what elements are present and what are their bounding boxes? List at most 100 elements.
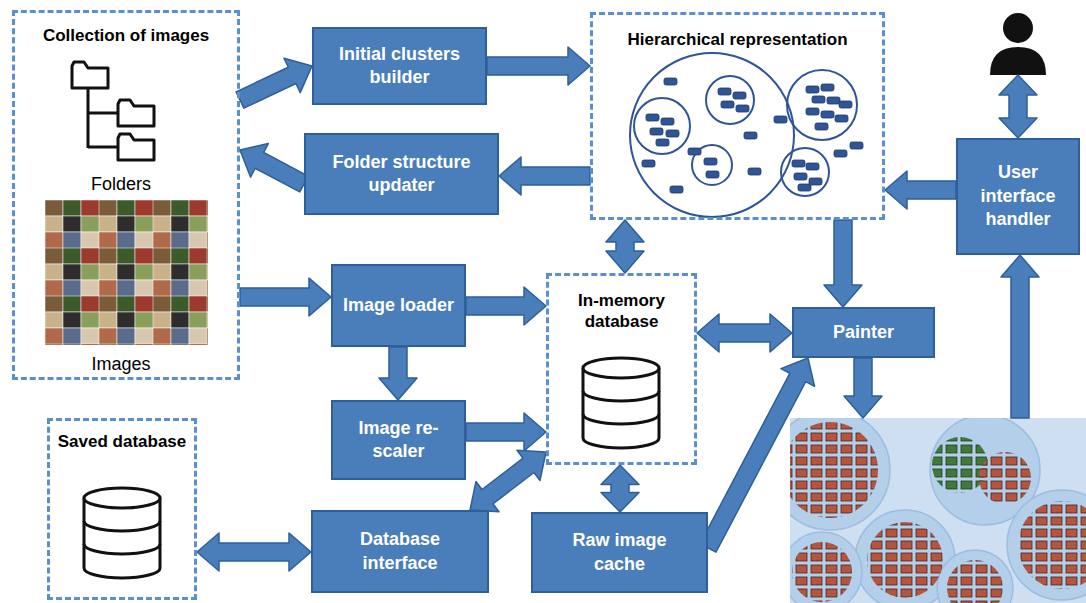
cluster-illustration <box>630 53 857 217</box>
cylinder-body <box>84 498 160 578</box>
cluster-circle <box>706 76 754 124</box>
block-arrow <box>999 75 1037 138</box>
image-tiles <box>932 437 988 493</box>
dashed-group: In-memory database <box>546 273 697 465</box>
process-box: Painter <box>792 307 935 358</box>
cylinder-band <box>583 391 659 424</box>
cluster-circle <box>781 148 829 196</box>
screenshot-circle <box>790 418 890 530</box>
cluster-item <box>806 108 819 115</box>
box-label: User interface handler <box>966 161 1070 231</box>
box-label: Folder structure updater <box>314 151 489 198</box>
box-label: Image re-scaler <box>341 417 456 464</box>
dashed-group: Collection of imagesFoldersImages <box>12 10 240 380</box>
folder-tree-icon <box>72 62 154 160</box>
cluster-circle <box>630 53 794 217</box>
process-box: Image re-scaler <box>331 400 466 480</box>
screenshot-circle <box>790 532 862 603</box>
user-shoulders <box>990 47 1046 75</box>
cluster-item <box>809 178 822 185</box>
block-arrow <box>487 47 590 85</box>
block-arrow <box>466 413 546 451</box>
cluster-item <box>821 111 834 118</box>
image-tiles <box>947 560 1003 603</box>
tree-line <box>88 88 118 148</box>
block-arrow <box>601 465 639 512</box>
user-head <box>1003 13 1033 43</box>
screenshot-circles <box>790 418 1086 603</box>
block-arrow <box>240 278 331 316</box>
process-box: Raw image cache <box>531 512 708 593</box>
folder-icon <box>118 100 154 126</box>
cluster-item <box>744 132 757 139</box>
image-tiles <box>790 422 878 518</box>
block-arrow <box>466 287 546 325</box>
block-arrow <box>844 358 882 418</box>
user-icon <box>990 13 1046 75</box>
image-tiles <box>867 522 943 598</box>
box-label: Database interface <box>335 528 465 575</box>
cluster-item <box>748 168 761 175</box>
cluster-item <box>646 114 659 121</box>
group-title: Hierarchical representation <box>593 29 882 50</box>
cluster-item <box>806 86 819 93</box>
group-title: Saved database <box>50 431 194 452</box>
cluster-item <box>666 130 679 137</box>
image-tiles <box>1018 501 1086 589</box>
box-label: Image loader <box>343 294 454 317</box>
cluster-item <box>834 150 847 157</box>
box-label: Raw image cache <box>555 529 685 576</box>
cluster-item <box>835 115 848 122</box>
cluster-item <box>812 96 825 103</box>
block-arrow <box>379 347 417 400</box>
cluster-item <box>706 171 719 178</box>
screenshot-circle <box>1007 490 1086 600</box>
dashed-group: Saved database <box>47 418 197 600</box>
block-arrow <box>240 144 308 192</box>
cluster-item <box>839 101 852 108</box>
database-icon <box>583 358 659 448</box>
cluster-item <box>792 160 805 167</box>
cluster-item <box>642 160 655 167</box>
cluster-item <box>688 148 701 155</box>
cluster-item <box>718 88 731 95</box>
box-label: Painter <box>833 321 894 344</box>
cluster-item <box>806 163 819 170</box>
process-box: Image loader <box>331 264 466 347</box>
block-arrow <box>700 358 815 552</box>
box-label: Initial clusters builder <box>322 43 477 90</box>
cluster-item <box>704 158 717 165</box>
process-box: Initial clusters builder <box>312 27 487 105</box>
cluster-circle <box>634 98 690 154</box>
image-mosaic <box>45 200 208 345</box>
cluster-items <box>642 78 863 193</box>
block-arrow <box>606 220 644 273</box>
cluster-item <box>661 118 674 125</box>
cluster-item <box>733 92 746 99</box>
group-title: Collection of images <box>15 25 237 46</box>
process-box: Folder structure updater <box>304 133 499 215</box>
block-arrow <box>697 314 792 352</box>
block-arrow <box>499 157 590 195</box>
cluster-item <box>736 105 749 112</box>
block-arrow <box>1001 255 1039 418</box>
cluster-item <box>774 116 787 123</box>
screenshot-circle <box>937 550 1013 603</box>
cluster-item <box>664 78 677 85</box>
cluster-item <box>821 84 834 91</box>
cluster-item <box>850 142 863 149</box>
output-screenshot <box>790 418 1086 603</box>
folder-icon <box>118 134 154 160</box>
image-tiles <box>979 452 1031 504</box>
cluster-item <box>798 184 811 191</box>
image-tiles <box>792 542 852 602</box>
cluster-item <box>721 101 734 108</box>
dashed-group: Hierarchical representation <box>590 12 885 220</box>
process-box: Database interface <box>311 510 489 593</box>
cluster-item <box>650 128 663 135</box>
cluster-item <box>656 139 669 146</box>
block-arrow <box>470 450 546 512</box>
icon-caption: Folders <box>61 173 181 196</box>
cylinder-top <box>84 488 160 508</box>
